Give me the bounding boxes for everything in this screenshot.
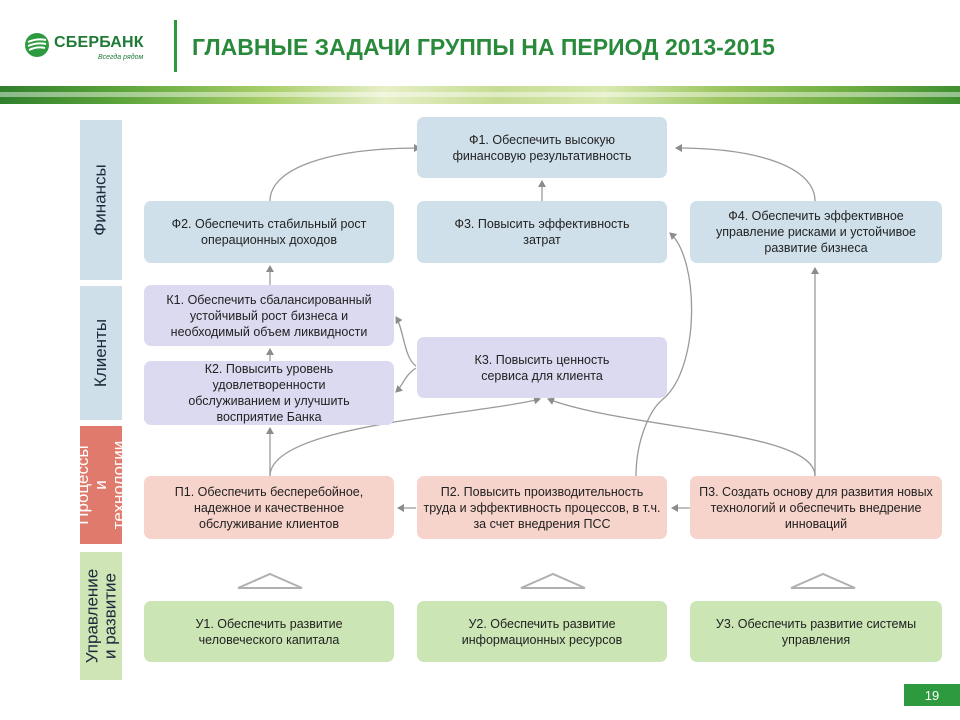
task-f3: Ф3. Повысить эффективность затрат — [417, 201, 667, 263]
triangle-marker-u1 — [237, 572, 303, 589]
arrow-k3-to-k1 — [395, 316, 417, 367]
arrow-k3-to-k2 — [395, 367, 417, 393]
arrow-f2-to-f1 — [269, 144, 421, 202]
row-label-clients: Клиенты — [80, 286, 122, 420]
task-p2: П2. Повысить производительность труда и … — [417, 476, 667, 539]
title-divider — [174, 20, 177, 72]
task-p3: П3. Создать основу для развития новых те… — [690, 476, 942, 539]
task-u2: У2. Обеспечить развитие информационных р… — [417, 601, 667, 662]
arrow-p2-to-f3 — [635, 232, 693, 477]
arrow-p3-to-k3 — [547, 397, 816, 477]
page-title: ГЛАВНЫЕ ЗАДАЧИ ГРУППЫ НА ПЕРИОД 2013-201… — [192, 34, 775, 60]
decorative-band — [0, 86, 960, 104]
task-f1: Ф1. Обеспечить высокую финансовую резуль… — [417, 117, 667, 178]
task-k1: К1. Обеспечить сбалансированный устойчив… — [144, 285, 394, 346]
task-k2: К2. Повысить уровень удовлетворенности о… — [144, 361, 394, 425]
task-u1: У1. Обеспечить развитие человеческого ка… — [144, 601, 394, 662]
task-p1: П1. Обеспечить бесперебойное, надежное и… — [144, 476, 394, 539]
arrow-f4-to-f1 — [675, 144, 816, 202]
task-u3: У3. Обеспечить развитие системы управлен… — [690, 601, 942, 662]
logo-name: СБЕРБАНК — [54, 34, 144, 51]
triangle-marker-u2 — [520, 572, 586, 589]
page-number: 19 — [904, 684, 960, 706]
sberbank-logo: СБЕРБАНК Всегда рядом — [24, 30, 159, 68]
row-label-management: Управление и развитие — [80, 552, 122, 680]
task-f4: Ф4. Обеспечить эффективное управление ри… — [690, 201, 942, 263]
task-k3: К3. Повысить ценность сервиса для клиент… — [417, 337, 667, 398]
logo-tagline: Всегда рядом — [98, 54, 144, 61]
sberbank-logo-icon — [25, 33, 49, 57]
row-label-processes: Процессы и технологии — [73, 426, 128, 544]
decorative-band-highlight — [0, 92, 960, 97]
row-label-finance: Финансы — [80, 120, 122, 280]
triangle-marker-u3 — [790, 572, 856, 589]
task-f2: Ф2. Обеспечить стабильный рост операцион… — [144, 201, 394, 263]
